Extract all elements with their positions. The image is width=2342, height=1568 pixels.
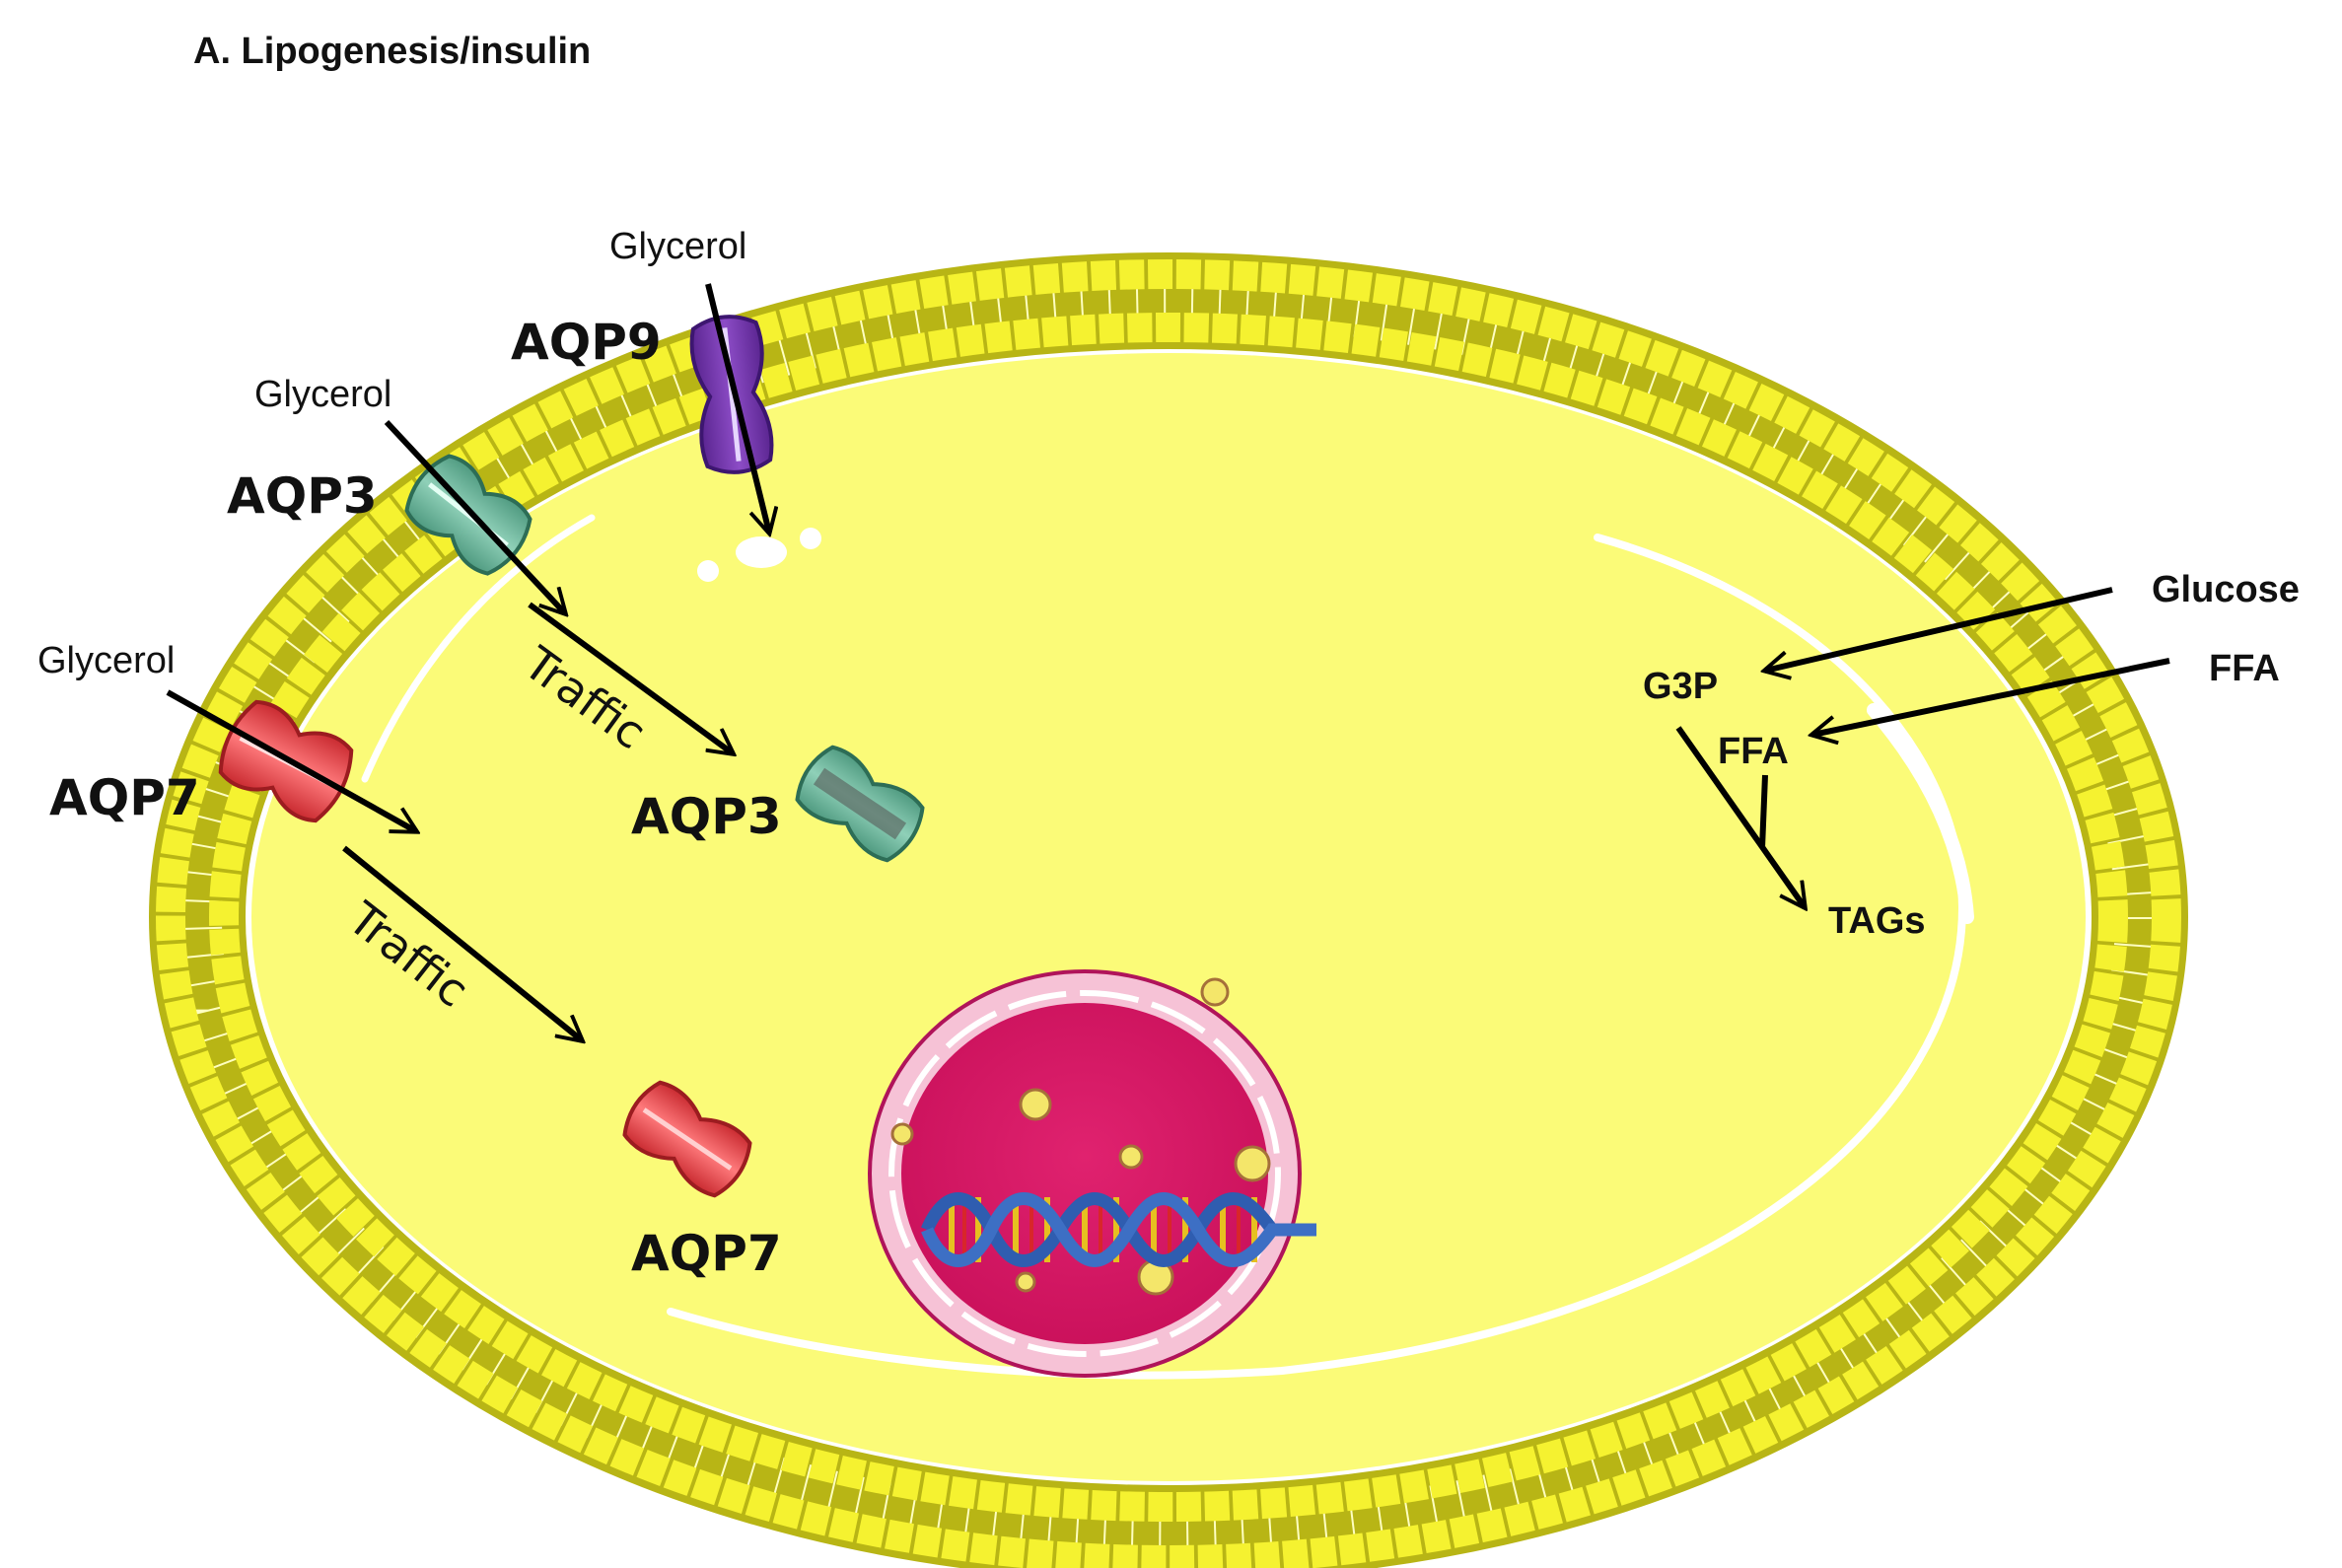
nucleoli — [890, 977, 1271, 1296]
aqp3-traffic-arrow — [528, 602, 733, 753]
cytoplasm-highlight — [361, 514, 1974, 1380]
ffa-arrow — [1812, 658, 2170, 735]
cell-membrane — [149, 252, 2188, 1568]
glucose-arrow — [1765, 587, 2113, 671]
aqp7-glycerol-arrow — [166, 689, 416, 831]
ffa-merge-line — [1759, 774, 1768, 849]
aqp9-glycerol-label: Glycerol — [609, 226, 746, 267]
ffa-external-label: FFA — [2209, 648, 2280, 689]
aqp9-label: AQP9 — [511, 314, 662, 371]
aqp7-label: AQP7 — [49, 769, 200, 826]
dna-helix-icon — [921, 1192, 1316, 1267]
cytoplasm — [251, 353, 2086, 1481]
g3p-to-tags-arrow — [1675, 726, 1805, 907]
aqp9-channel — [689, 315, 774, 474]
aqp3-cytoplasmic-channel — [795, 745, 925, 863]
aqp3-label: AQP3 — [227, 467, 378, 525]
aqp3-cytoplasmic-label: AQP3 — [631, 788, 782, 845]
aqp7-cytoplasmic-label: AQP7 — [631, 1225, 782, 1282]
aqp7-traffic-arrow — [342, 845, 582, 1040]
tags-label: TAGs — [1828, 900, 1926, 942]
aqp7-cytoplasmic-channel — [622, 1080, 752, 1198]
ffa-internal-label: FFA — [1718, 731, 1789, 772]
glucose-label: Glucose — [2152, 569, 2300, 610]
aqp7-glycerol-label: Glycerol — [37, 640, 175, 681]
g3p-label: G3P — [1643, 666, 1718, 707]
aqp3-glycerol-arrow — [384, 419, 565, 613]
glycerol-vesicle — [697, 528, 821, 582]
transport-arrows — [166, 283, 2170, 1040]
aqp9-glycerol-arrow — [705, 283, 769, 533]
aqp3-glycerol-label: Glycerol — [254, 374, 391, 415]
figure-title: A. Lipogenesis/insulin — [193, 31, 591, 72]
nucleus — [868, 969, 1316, 1378]
